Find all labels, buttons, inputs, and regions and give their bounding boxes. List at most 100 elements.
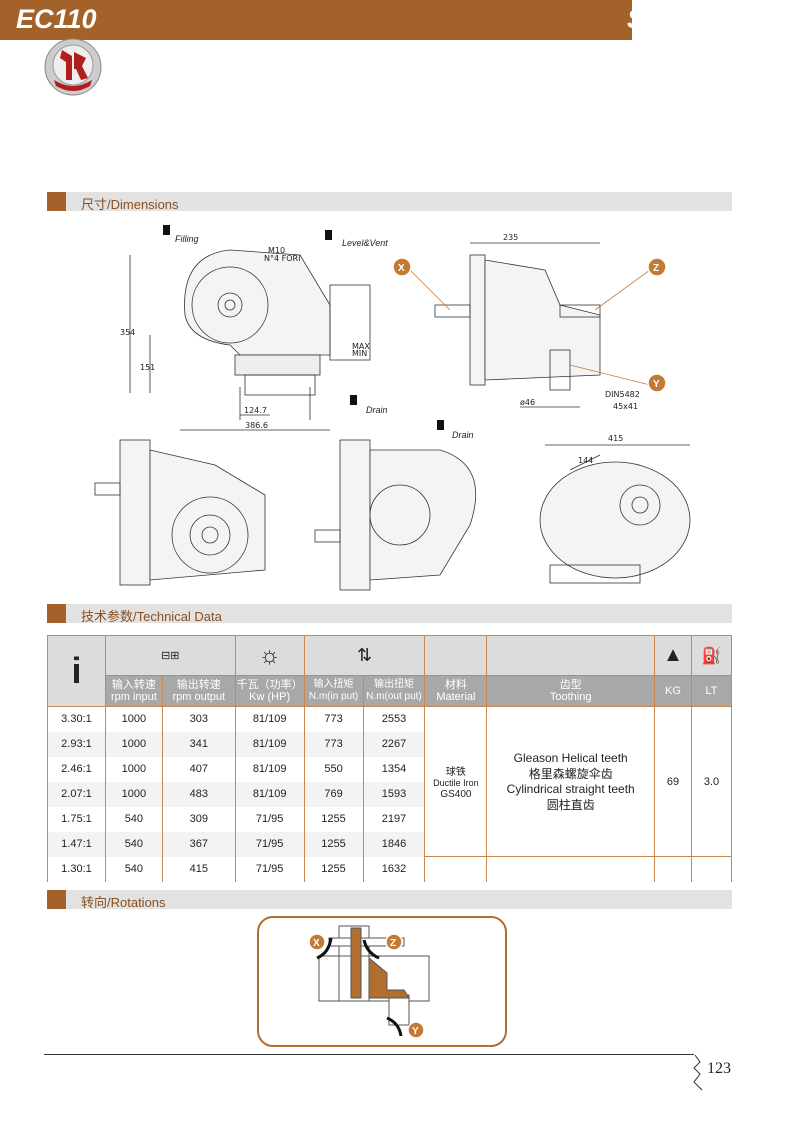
table-cell: 1593 (362, 781, 426, 807)
table-cell: 2.93:1 (47, 731, 106, 757)
drain-label-2: Drain (452, 430, 474, 440)
section-label: 转向/Rotations (81, 895, 166, 910)
table-cell: 773 (303, 706, 364, 732)
rotation-diagram: X Z Y (257, 916, 507, 1047)
table-cell: 81/109 (234, 706, 305, 732)
table-cell: 1255 (303, 856, 364, 882)
table-cell: 71/95 (234, 831, 305, 857)
svg-text:Y: Y (412, 1026, 419, 1037)
svg-text:235: 235 (503, 233, 518, 242)
empty-cell (424, 856, 488, 882)
shaft-icon: ⊟⊞ (104, 635, 236, 676)
footer-rule (44, 1054, 694, 1055)
svg-text:45x41: 45x41 (613, 402, 638, 411)
table-cell: 540 (104, 806, 163, 832)
table-cell: 81/109 (234, 731, 305, 757)
torque-icon: ⇅ (303, 635, 426, 676)
table-cell: 1000 (104, 781, 163, 807)
table-cell: 71/95 (234, 856, 305, 882)
section-dimensions: 尺寸/Dimensions (47, 192, 732, 212)
table-cell: 1.30:1 (47, 856, 106, 882)
label-y: Y (653, 379, 660, 390)
table-cell: 769 (303, 781, 364, 807)
title-bar: EC110 Serie EC/EM (0, 0, 786, 40)
svg-text:N°4 FORI: N°4 FORI (264, 254, 300, 263)
table-cell: 1255 (303, 806, 364, 832)
svg-text:ø46: ø46 (520, 398, 535, 407)
svg-text:DIN5482: DIN5482 (605, 390, 640, 399)
table-cell: 2267 (362, 731, 426, 757)
page-number: 123 (707, 1060, 731, 1077)
table-cell: 1846 (362, 831, 426, 857)
drain-label: Drain (366, 405, 388, 415)
weight-kg: 69 (654, 706, 692, 857)
svg-text:354: 354 (120, 328, 135, 337)
svg-text:144: 144 (578, 456, 593, 465)
table-cell: 1255 (303, 831, 364, 857)
label-z: Z (653, 263, 659, 274)
table-cell: 550 (303, 756, 364, 782)
empty-cell (654, 856, 692, 882)
section-label: 技术参数/Technical Data (81, 609, 222, 624)
ratio-symbol: i (47, 635, 106, 707)
section-label: 尺寸/Dimensions (81, 197, 179, 212)
empty-cell (690, 856, 733, 882)
table-cell: 1632 (362, 856, 426, 882)
table-cell: 1.47:1 (47, 831, 106, 857)
series-title: Serie EC/EM (626, 4, 786, 34)
svg-text:124.7: 124.7 (244, 406, 267, 415)
svg-text:MIN: MIN (352, 349, 367, 358)
svg-text:X: X (313, 938, 320, 949)
svg-text:415: 415 (608, 434, 623, 443)
table-cell: 773 (303, 731, 364, 757)
table-cell: 309 (161, 806, 236, 832)
company-logo (42, 36, 104, 98)
table-cell: 1000 (104, 756, 163, 782)
table-cell: 2553 (362, 706, 426, 732)
table-cell: 367 (161, 831, 236, 857)
table-cell: 303 (161, 706, 236, 732)
table-cell: 2.46:1 (47, 756, 106, 782)
svg-text:Z: Z (390, 938, 396, 949)
table-cell: 540 (104, 856, 163, 882)
table-cell: 3.30:1 (47, 706, 106, 732)
table-cell: 1.75:1 (47, 806, 106, 832)
table-cell: 415 (161, 856, 236, 882)
table-cell: 1000 (104, 706, 163, 732)
svg-text:386.6: 386.6 (245, 421, 268, 430)
power-sun-icon: ☼ (234, 635, 305, 676)
weight-icon: ▲ (654, 635, 692, 676)
empty-cell (486, 856, 656, 882)
table-cell: 71/95 (234, 806, 305, 832)
model-title: EC110 (16, 4, 97, 34)
table-cell: 540 (104, 831, 163, 857)
oil-lt: 3.0 (690, 706, 733, 857)
label-x: X (398, 263, 405, 274)
svg-text:MAX: MAX (352, 342, 370, 351)
gear-icon (693, 1054, 703, 1091)
section-rotations: 转向/Rotations (47, 890, 732, 910)
section-technical-data: 技术参数/Technical Data (47, 604, 732, 624)
table-cell: 1000 (104, 731, 163, 757)
filling-label: Filling (175, 234, 199, 244)
oil-can-icon: ⛽ (690, 635, 733, 676)
svg-text:151: 151 (140, 363, 155, 372)
table-cell: 2.07:1 (47, 781, 106, 807)
table-cell: 2197 (362, 806, 426, 832)
svg-text:M10: M10 (268, 246, 285, 255)
level-vent-label: Level&Vent (342, 238, 388, 248)
table-cell: 341 (161, 731, 236, 757)
table-cell: 81/109 (234, 756, 305, 782)
table-cell: 483 (161, 781, 236, 807)
